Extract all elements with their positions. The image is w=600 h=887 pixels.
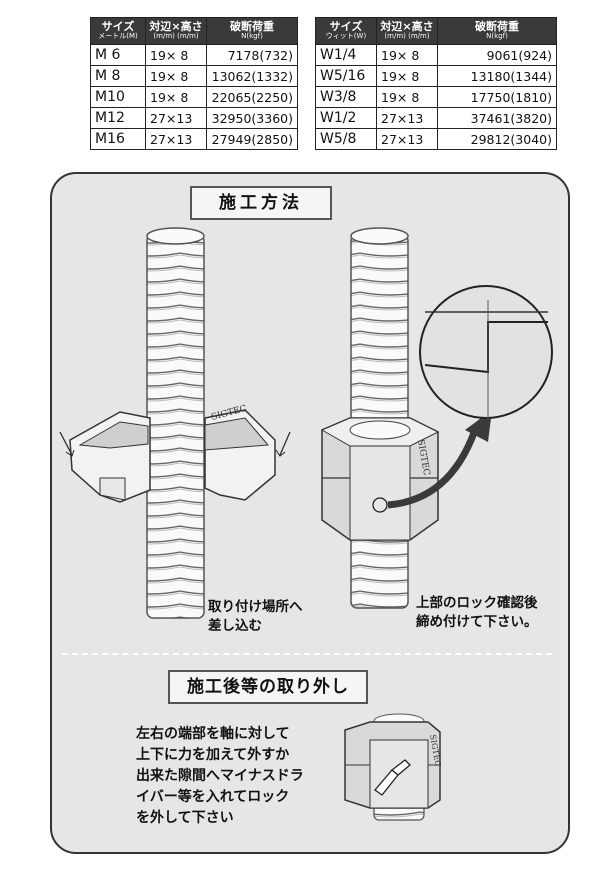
left-threaded-rod <box>146 227 205 619</box>
cell-load: 17750(1810) <box>437 86 557 108</box>
cell-load: 7178(732) <box>206 44 298 66</box>
caption-line: 差し込む <box>208 618 262 634</box>
cell-size: W3/8 <box>315 86 377 108</box>
cell-dim: 27×13 <box>376 128 438 150</box>
dimension-header: 対辺×高さ(m/m) (m/m) <box>376 17 438 45</box>
caption-line: 上部のロック確認後 <box>416 595 538 611</box>
cell-dim: 19× 8 <box>145 65 207 87</box>
removal-nut-illustration: SIGTEC <box>344 713 443 821</box>
dimension-header: 対辺×高さ(m/m) (m/m) <box>145 17 207 45</box>
magnified-lock-detail <box>419 285 553 420</box>
instruction-line: を外して下さい <box>136 810 234 826</box>
caption-line: 取り付け場所へ <box>208 599 303 615</box>
left-split-nut: SIGTEC <box>59 404 291 503</box>
cell-load: 27949(2850) <box>206 128 298 150</box>
size-header: サイズメートル(M) <box>90 17 146 45</box>
cell-size: M12 <box>90 107 146 129</box>
section-title-removal: 施工後等の取り外し <box>168 670 368 704</box>
size-header: サイズウィット(W) <box>315 17 377 45</box>
zoom-arrow <box>387 428 479 509</box>
caption-insert: 取り付け場所へ 差し込む <box>208 598 303 636</box>
removal-instructions: 左右の端部を軸に対して 上下に力を加えて外すか 出来た隙間へマイナスドラ イバー… <box>136 724 304 829</box>
right-assembled-nut: SIGTEC <box>320 417 440 541</box>
cell-dim: 27×13 <box>145 128 207 150</box>
instruction-line: イバー等を入れてロック <box>136 789 290 805</box>
cell-load: 22065(2250) <box>206 86 298 108</box>
cell-size: M10 <box>90 86 146 108</box>
instruction-line: 左右の端部を軸に対して <box>136 726 290 742</box>
caption-tighten: 上部のロック確認後 締め付けて下さい。 <box>416 594 538 632</box>
cell-dim: 27×13 <box>145 107 207 129</box>
section-title-method: 施工方法 <box>190 186 332 220</box>
cell-size: M16 <box>90 128 146 150</box>
cell-load: 29812(3040) <box>437 128 557 150</box>
cell-load: 32950(3360) <box>206 107 298 129</box>
cell-size: W1/4 <box>315 44 377 66</box>
instruction-line: 出来た隙間へマイナスドラ <box>136 768 304 784</box>
instruction-line: 上下に力を加えて外すか <box>136 747 290 763</box>
section-divider <box>62 653 552 655</box>
cell-dim: 19× 8 <box>145 86 207 108</box>
cell-load: 9061(924) <box>437 44 557 66</box>
caption-line: 締め付けて下さい。 <box>416 614 538 630</box>
cell-size: W5/8 <box>315 128 377 150</box>
